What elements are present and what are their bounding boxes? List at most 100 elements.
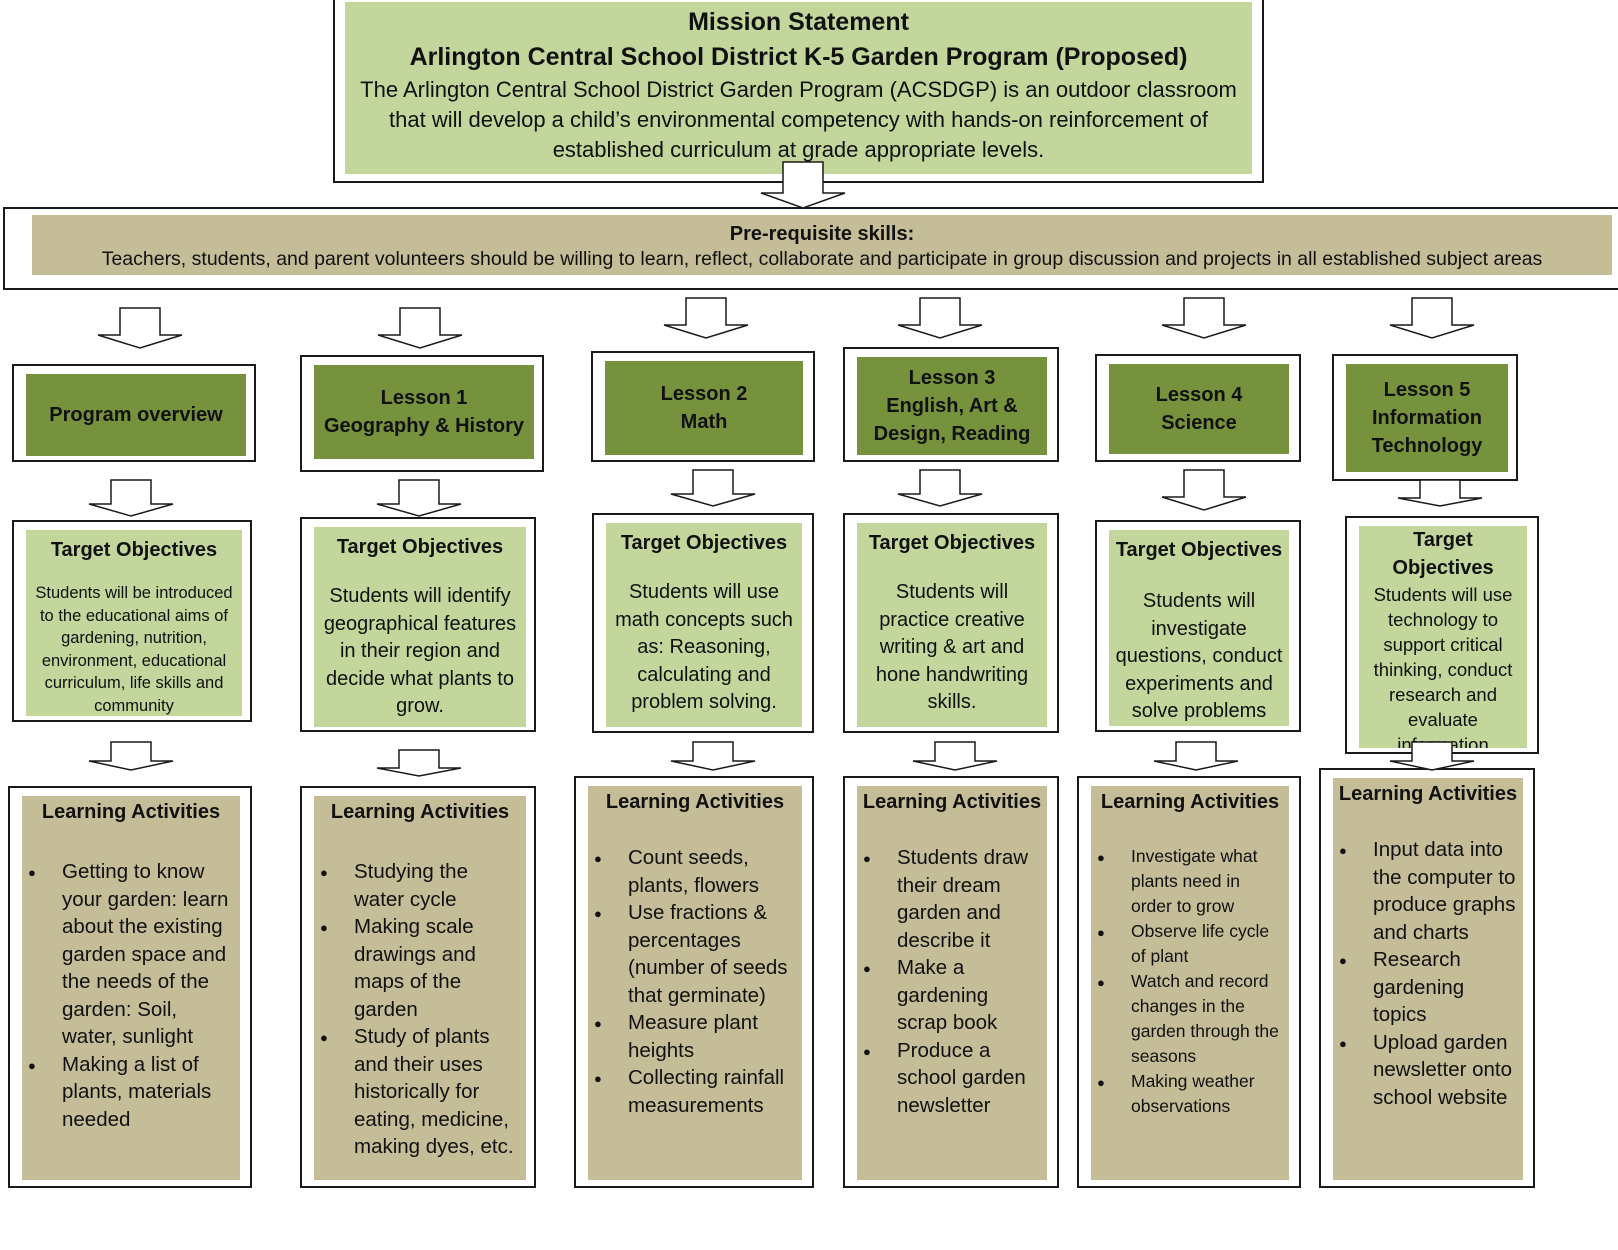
bullet-icon: ● (320, 920, 328, 935)
learning-activity-text: Getting to know your garden: learn about… (62, 860, 229, 1048)
mission-statement-panel: Mission Statement Arlington Central Scho… (345, 2, 1252, 174)
learning-activities-title: Learning Activities (330, 801, 510, 823)
learning-activity-item: ● Making a list of plants, materials nee… (24, 1051, 234, 1134)
prerequisite-title: Pre-requisite skills: (729, 223, 915, 245)
learning-activity-text: Measure plant heights (628, 1011, 758, 1062)
lesson-title-line: Geography & History (323, 415, 525, 437)
lesson-title-line: Lesson 1 (380, 387, 468, 409)
learning-activity-text: Making scale drawings and maps of the ga… (354, 915, 476, 1021)
learning-activity-item: ● Upload garden newsletter onto school we… (1335, 1029, 1517, 1112)
lesson-title-text: Program overview (49, 401, 222, 429)
bullet-icon: ● (863, 851, 871, 866)
lesson-title-line: Design, Reading (873, 423, 1031, 445)
learning-activity-item: ●Input data into the computer to produce… (1335, 836, 1517, 946)
bullet-icon: ● (1097, 850, 1105, 865)
learning-activities-list: ●Count seeds, plants, flowers●Use fracti… (590, 844, 796, 1119)
learning-activities-title: Learning Activities (1338, 783, 1518, 805)
lesson-box: Lesson 3 English, Art & Design, Reading (843, 347, 1059, 462)
down-arrow-icon (376, 749, 462, 777)
down-arrow-icon (88, 741, 174, 771)
bullet-icon: ● (594, 1016, 602, 1031)
learning-activity-item: ●Use fractions & percentages (number of … (590, 899, 796, 1009)
lesson-title-text: Lesson 1 Geography & History (324, 384, 524, 440)
target-objectives-title: Target Objectives (1115, 539, 1283, 561)
lesson-title: Lesson 1 Geography & History (314, 365, 534, 459)
down-arrow-icon (663, 297, 749, 339)
bullet-icon: ● (1097, 925, 1105, 940)
learning-activities-box: Learning Activities●Studying the water c… (300, 786, 536, 1188)
learning-activity-item: ●Make a gardening scrap book (859, 954, 1041, 1037)
learning-activities-panel: Learning Activities●Studying the water c… (314, 796, 526, 1180)
down-arrow-icon (1161, 297, 1247, 339)
down-arrow-icon (912, 741, 998, 771)
bullet-icon: ● (1097, 975, 1105, 990)
lesson-box: Program overview (12, 364, 256, 462)
learning-activity-text: Input data into the computer to produce … (1373, 838, 1516, 944)
mission-text: The Arlington Central School District Ga… (360, 77, 1237, 162)
learning-activities-box: Learning Activities ●Students draw their … (843, 776, 1059, 1188)
learning-activities-panel: Learning Activities●Getting to know your… (22, 796, 240, 1180)
prerequisite-box: Pre-requisite skills: Teachers, students… (3, 207, 1618, 290)
learning-activities-box: Learning Activities ●Count seeds, plants,… (574, 776, 814, 1188)
lesson-title-line: Science (1161, 412, 1237, 434)
target-objectives-title: Target Objectives (50, 539, 218, 561)
prerequisite-panel: Pre-requisite skills: Teachers, students… (32, 215, 1612, 275)
lesson-title: Lesson 3 English, Art & Design, Reading (857, 357, 1047, 455)
lesson-title-line: English, Art & (886, 395, 1018, 417)
learning-activity-text: Observe life cycle of plant (1131, 921, 1270, 966)
learning-activity-item: ● Observe life cycle of plant (1093, 919, 1283, 969)
learning-activity-item: ●Studying the water cycle (316, 858, 520, 913)
lesson-title: Program overview (26, 374, 246, 456)
learning-activity-item: ● Watch and record changes in the garden … (1093, 969, 1283, 1069)
down-arrow-icon (88, 479, 174, 517)
target-objectives-text: Students will use math concepts such as:… (615, 581, 793, 713)
lesson-title-line: Lesson 2 (660, 383, 748, 405)
learning-activity-text: Making weather observations (1131, 1071, 1255, 1116)
learning-activities-title: Learning Activities (862, 791, 1042, 813)
lesson-title-line: Lesson 3 (908, 367, 996, 389)
bullet-icon: ● (594, 1071, 602, 1086)
lesson-title-text: Lesson 3 English, Art & Design, Reading (874, 364, 1031, 448)
learning-activities-list: ●Investigate what plants need in order t… (1093, 844, 1283, 1119)
learning-activity-text: Produce a school garden newsletter (897, 1038, 1026, 1117)
learning-activity-text: Studying the water cycle (354, 860, 468, 911)
target-objectives-text: Students will identify geographical feat… (323, 585, 517, 717)
learning-activity-text: Research gardening topics (1373, 948, 1465, 1026)
learning-activities-title: Learning Activities (605, 791, 785, 813)
learning-activity-item: ● Produce a school garden newsletter (859, 1037, 1041, 1120)
down-arrow-icon (670, 469, 756, 507)
bullet-icon: ● (594, 906, 602, 921)
down-arrow-icon (1397, 479, 1483, 507)
down-arrow-icon (376, 479, 462, 517)
target-objectives-title: Target Objectives (620, 532, 788, 554)
learning-activity-item: ●Getting to know your garden: learn abou… (24, 858, 234, 1051)
learning-activities-list: ●Students draw their dream garden and de… (859, 844, 1041, 1119)
lesson-title-line: Program overview (49, 404, 223, 426)
learning-activity-item: ● Measure plant heights (590, 1009, 796, 1064)
learning-activity-text: Upload garden newsletter onto school web… (1373, 1030, 1513, 1109)
target-objectives-title: Target Objectives (336, 536, 504, 558)
learning-activity-text: Watch and record changes in the garden t… (1131, 971, 1279, 1066)
learning-activity-text: Making a list of plants, materials neede… (62, 1052, 212, 1131)
learning-activity-text: Study of plants and their uses historica… (354, 1025, 514, 1158)
bullet-icon: ● (863, 1043, 871, 1059)
learning-activities-panel: Learning Activities●Input data into the … (1333, 778, 1523, 1180)
down-arrow-icon (1153, 741, 1239, 771)
learning-activity-item: ●Making weather observations (1093, 1069, 1283, 1119)
learning-activity-text: Collecting rainfall measurements (628, 1066, 785, 1117)
learning-activity-text: Make a gardening scrap book (897, 956, 998, 1034)
bullet-icon: ● (1339, 1035, 1347, 1051)
